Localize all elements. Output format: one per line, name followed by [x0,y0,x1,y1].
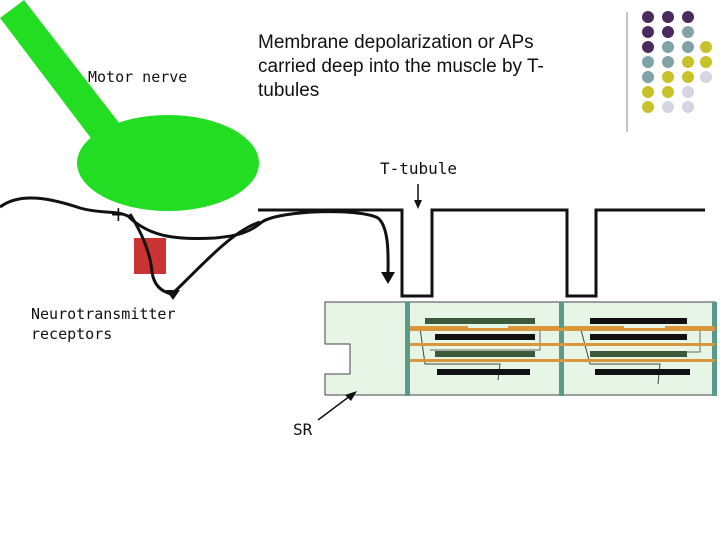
motor-nerve-axon [0,0,140,166]
motor-nerve-label: Motor nerve [88,68,188,86]
sr-pointer-head [345,391,357,401]
description-line-1: Membrane depolarization or APs [258,32,534,53]
thin-filaments [410,326,715,362]
t-tubule-label: T-tubule [380,159,458,178]
plus-sign-label: + [110,202,127,226]
z-lines [405,302,717,396]
thick-filaments [425,318,690,375]
description-line-2: carried deep into the muscle by T- [258,56,544,77]
decorative-dot-grid [626,11,712,132]
description-text: Membrane depolarization or APs carried d… [258,31,618,103]
sr-pointer-line [317,395,351,421]
current-arrowhead-receptor [166,290,180,300]
receptors-label: Neurotransmitter receptors [31,304,176,344]
description-line-3: tubules [258,80,320,101]
receptors-line-1: Neurotransmitter [31,305,176,323]
t-tubule-membrane [258,208,705,298]
nerve-terminal [77,115,259,211]
current-path-lower [128,213,261,296]
sr-label: SR [293,420,313,439]
sarcoplasmic-reticulum [324,301,716,396]
current-arrowhead-ttubule [381,272,395,284]
current-path-upper [0,196,390,277]
t-tubule-pointer-head [414,200,422,209]
receptors-line-2: receptors [31,325,113,343]
